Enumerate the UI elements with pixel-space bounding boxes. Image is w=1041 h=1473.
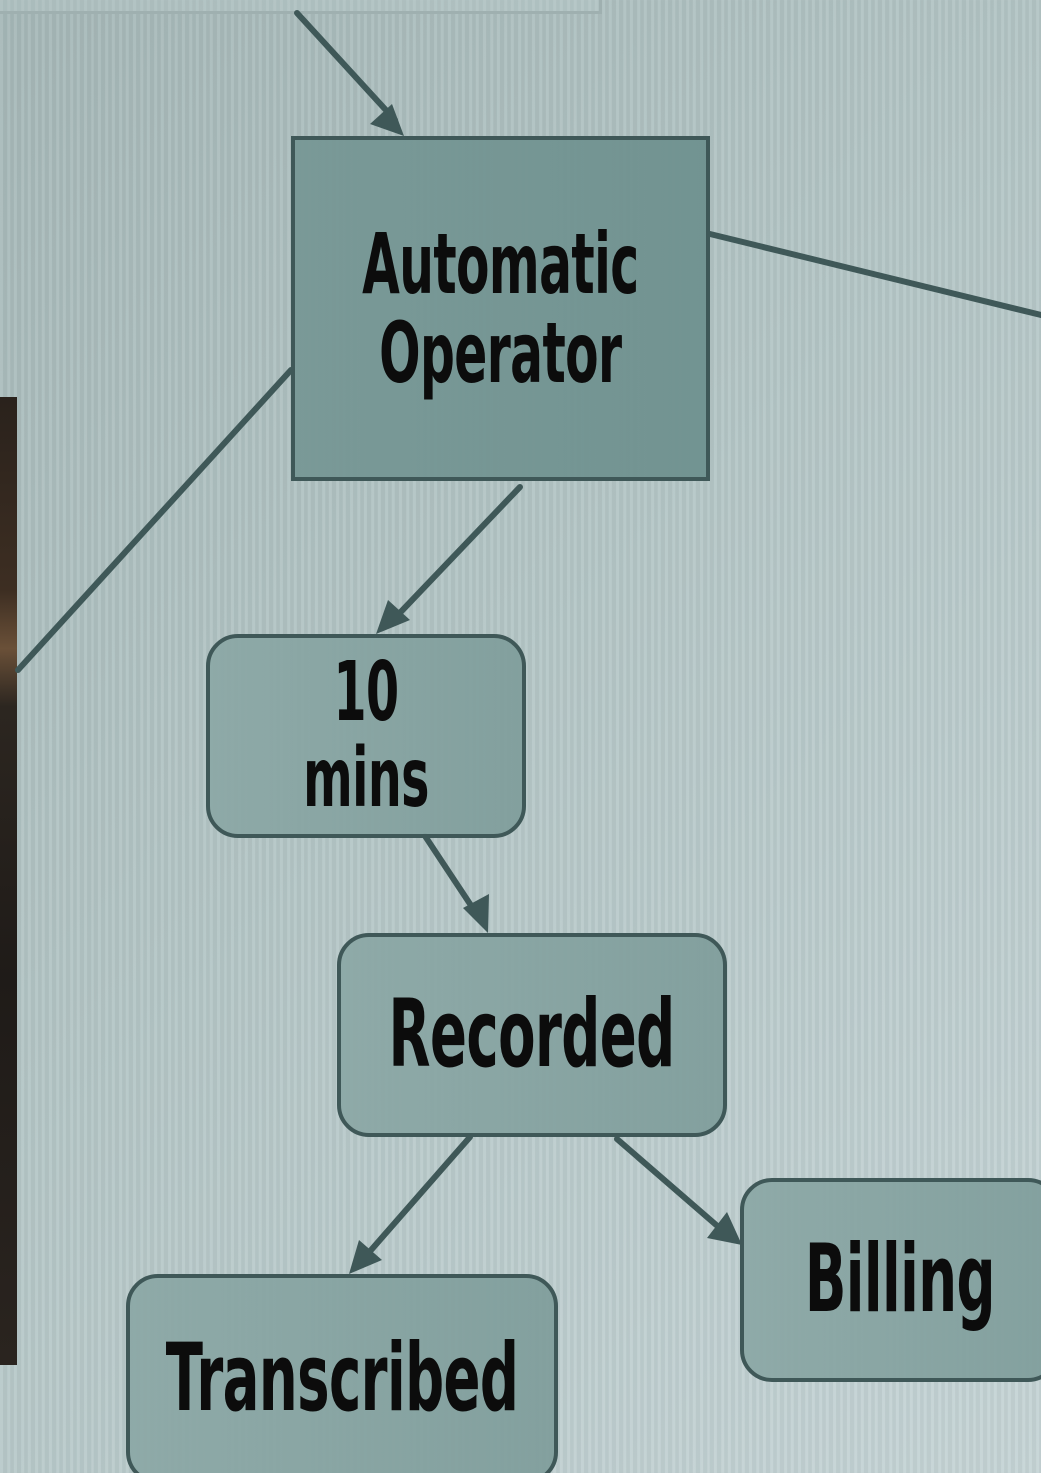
- billing-node: Billing: [740, 1178, 1041, 1382]
- line-automatic-operator-to-left: [15, 367, 294, 673]
- billing-label: Billing: [804, 1224, 996, 1334]
- transcribed-label: Transcribed: [165, 1323, 519, 1433]
- arrow-recorded-to-billing: [614, 1136, 725, 1233]
- arrow-automatic-operator-to-10-mins: [392, 484, 523, 621]
- arrowhead-10-mins: [376, 600, 410, 634]
- recorded-label: Recorded: [388, 979, 676, 1089]
- ten-mins-node: 10 mins: [206, 634, 526, 838]
- upstream-box-edge: [0, 0, 602, 14]
- arrow-recorded-to-transcribed: [362, 1134, 473, 1260]
- ten-mins-label: 10 mins: [303, 644, 429, 826]
- arrow-10-mins-to-recorded: [422, 833, 481, 919]
- arrowhead-automatic-operator: [370, 104, 404, 136]
- arrowhead-recorded: [463, 894, 489, 933]
- line-automatic-operator-to-right: [707, 231, 1041, 318]
- automatic-operator-node: Automatic Operator: [291, 136, 710, 481]
- photo-edge: [0, 397, 17, 1365]
- transcribed-node: Transcribed: [126, 1274, 558, 1473]
- arrowhead-billing: [707, 1212, 742, 1245]
- automatic-operator-label: Automatic Operator: [362, 215, 639, 402]
- arrowhead-transcribed: [349, 1240, 382, 1274]
- recorded-node: Recorded: [337, 933, 727, 1137]
- arrow-top-to-automatic-operator: [294, 10, 398, 123]
